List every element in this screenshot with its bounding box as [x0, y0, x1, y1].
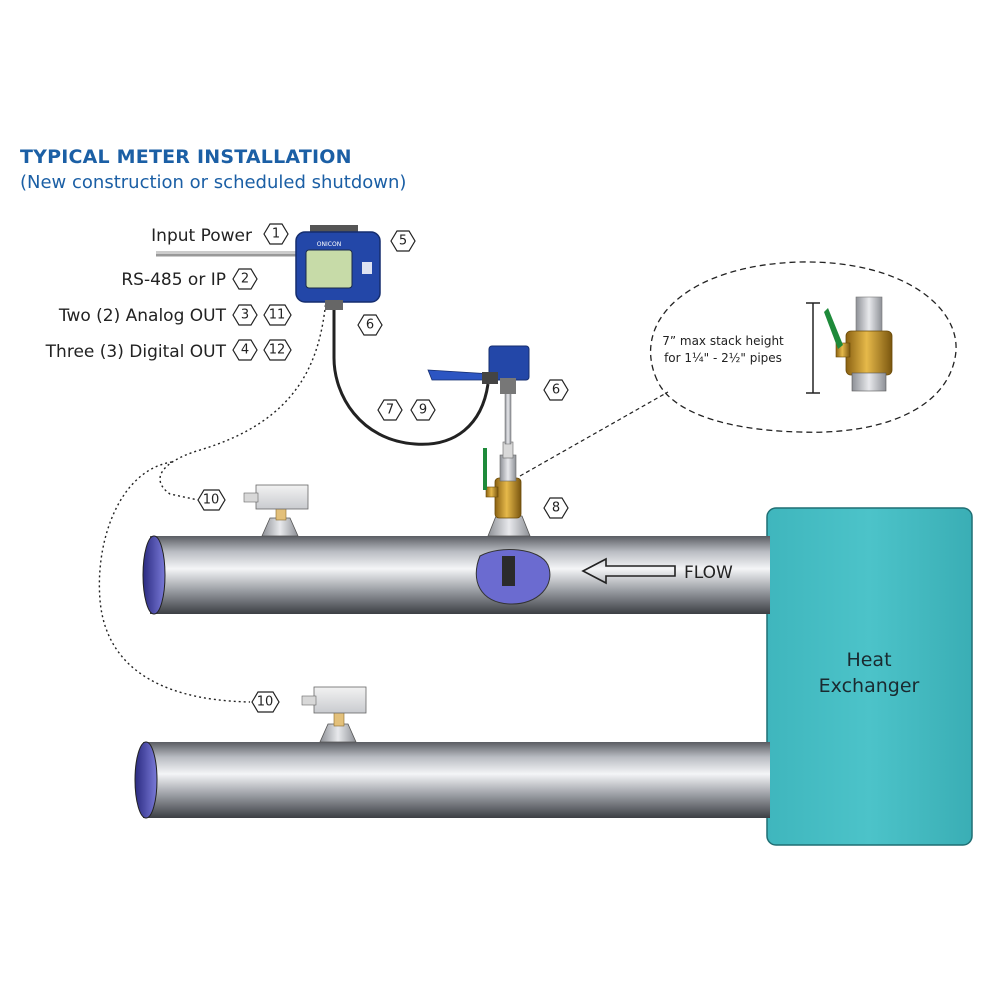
- heat-exchanger-label-line1: Heat: [846, 649, 891, 671]
- flow-label: FLOW: [684, 563, 733, 583]
- digital-out-label: Three (3) Digital OUT: [45, 342, 227, 362]
- svg-text:10: 10: [203, 493, 220, 508]
- svg-text:8: 8: [552, 501, 560, 516]
- badge-3: 3: [232, 304, 258, 326]
- supply-pipe: [142, 535, 770, 615]
- temperature-sensor-top: [243, 484, 309, 537]
- sensor-cable: [332, 302, 490, 446]
- svg-text:10: 10: [257, 695, 274, 710]
- isolation-valve-assembly: [483, 391, 531, 537]
- badge-8: 8: [543, 497, 569, 519]
- svg-text:11: 11: [269, 308, 286, 323]
- svg-text:6: 6: [366, 318, 374, 333]
- input-power-label: Input Power: [151, 226, 252, 246]
- badge-6-sensor: 6: [543, 379, 569, 401]
- svg-text:9: 9: [419, 403, 427, 418]
- display-meter: ONICON: [156, 225, 381, 310]
- svg-text:2: 2: [241, 272, 249, 287]
- badge-9: 9: [410, 399, 436, 421]
- stack-height-callout: 7” max stack height for 1¼" - 2½" pipes: [519, 261, 957, 477]
- rs485-label: RS-485 or IP: [121, 270, 226, 290]
- temperature-sensor-bottom: [301, 686, 367, 743]
- callout-text-line2: for 1¼" - 2½" pipes: [664, 351, 782, 365]
- return-pipe: [134, 741, 770, 819]
- badge-5: 5: [390, 230, 416, 252]
- svg-text:6: 6: [552, 383, 560, 398]
- heat-exchanger-label-line2: Exchanger: [819, 675, 920, 697]
- badge-6-cable: 6: [357, 314, 383, 336]
- insertion-sensor-tip: [502, 556, 515, 586]
- svg-text:12: 12: [269, 343, 286, 358]
- badge-2: 2: [232, 268, 258, 290]
- flow-arrow: FLOW: [581, 557, 733, 585]
- analog-out-label: Two (2) Analog OUT: [58, 306, 227, 326]
- badge-12: 12: [263, 339, 292, 361]
- svg-text:3: 3: [241, 308, 249, 323]
- sensor-head: [427, 345, 530, 394]
- badge-10-bottom: 10: [251, 691, 280, 713]
- callout-valve-image: [824, 296, 893, 392]
- svg-text:1: 1: [272, 227, 280, 242]
- badge-7: 7: [377, 399, 403, 421]
- svg-text:5: 5: [399, 234, 407, 249]
- heat-exchanger: Heat Exchanger: [766, 507, 973, 846]
- temp-wire-top: [159, 299, 327, 501]
- badge-10-top: 10: [197, 489, 226, 511]
- page-subtitle: (New construction or scheduled shutdown): [20, 172, 407, 193]
- page-title: TYPICAL METER INSTALLATION: [20, 146, 352, 168]
- svg-text:7: 7: [386, 403, 394, 418]
- badge-11: 11: [263, 304, 292, 326]
- callout-text-line1: 7” max stack height: [662, 334, 784, 348]
- badge-1: 1: [263, 223, 289, 245]
- svg-text:4: 4: [241, 343, 249, 358]
- meter-brand: ONICON: [317, 241, 341, 248]
- badge-4: 4: [232, 339, 258, 361]
